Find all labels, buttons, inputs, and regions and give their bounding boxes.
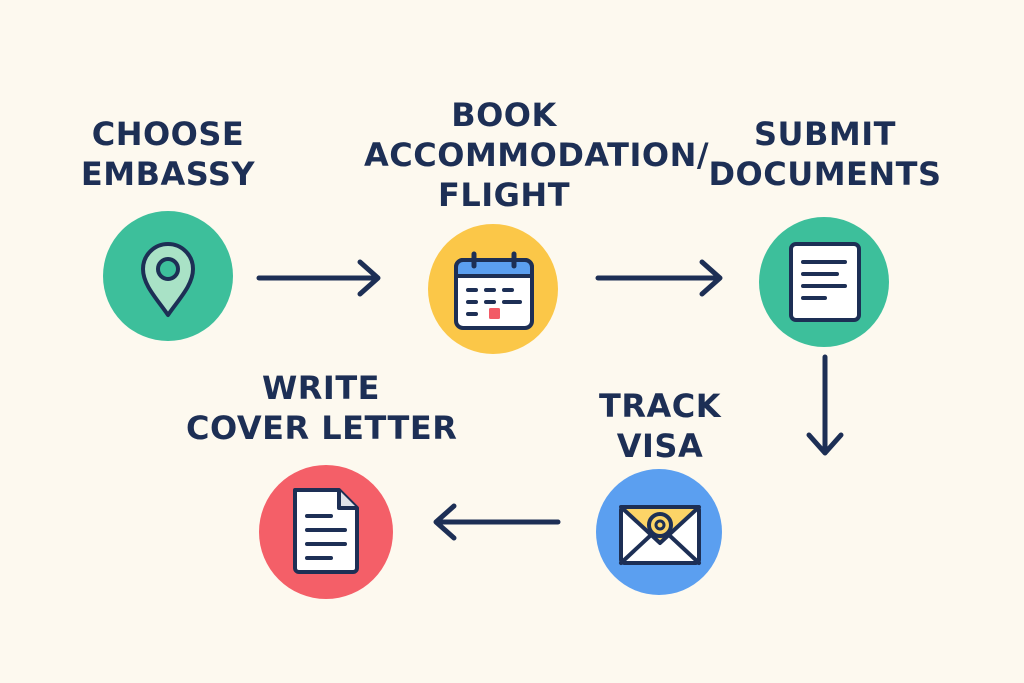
envelope-icon	[619, 505, 701, 565]
arrow-booking-to-documents	[595, 259, 723, 297]
map-pin-icon	[141, 242, 195, 317]
label-submit-documents: SUBMIT DOCUMENTS	[708, 115, 942, 193]
letter-icon	[293, 488, 359, 574]
arrow-documents-to-track	[806, 354, 844, 456]
label-track-visa: TRACK VISA	[598, 387, 721, 465]
document-icon	[789, 242, 861, 322]
arrow-embassy-to-booking	[256, 259, 381, 297]
label-write-cover-letter: WRITE COVER LETTER	[186, 369, 458, 447]
label-choose-embassy: CHOOSE EMBASSY	[80, 115, 256, 193]
arrow-track-to-cover-letter	[433, 503, 561, 541]
calendar-icon	[454, 251, 534, 330]
